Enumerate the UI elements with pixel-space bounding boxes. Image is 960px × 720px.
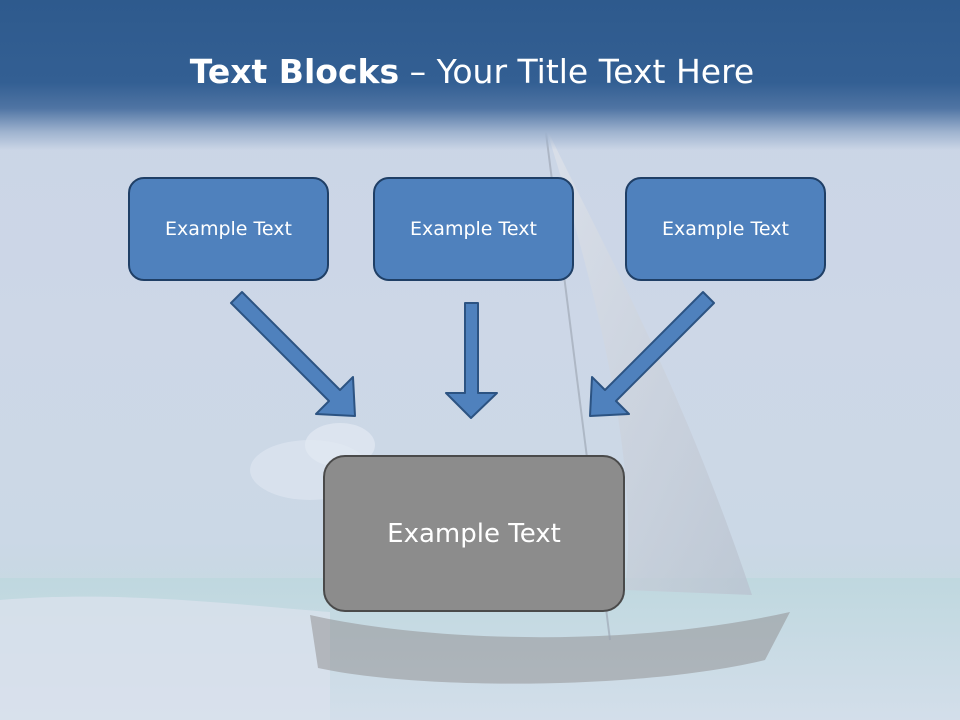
- title-dash: –: [399, 52, 437, 91]
- center-text-block[interactable]: Example Text: [323, 455, 625, 612]
- title-band: [0, 0, 960, 150]
- title-rest: Your Title Text Here: [436, 52, 755, 91]
- arrow-left[interactable]: [230, 291, 356, 417]
- title-bold-part: Text Blocks: [189, 52, 400, 91]
- slide-title: Text Blocks – Your Title Text Here: [0, 52, 944, 91]
- arrow-right[interactable]: [589, 291, 715, 417]
- text-block-1[interactable]: Example Text: [128, 177, 329, 281]
- text-block-3[interactable]: Example Text: [625, 177, 826, 281]
- arrow-center[interactable]: [445, 302, 498, 419]
- text-block-2[interactable]: Example Text: [373, 177, 574, 281]
